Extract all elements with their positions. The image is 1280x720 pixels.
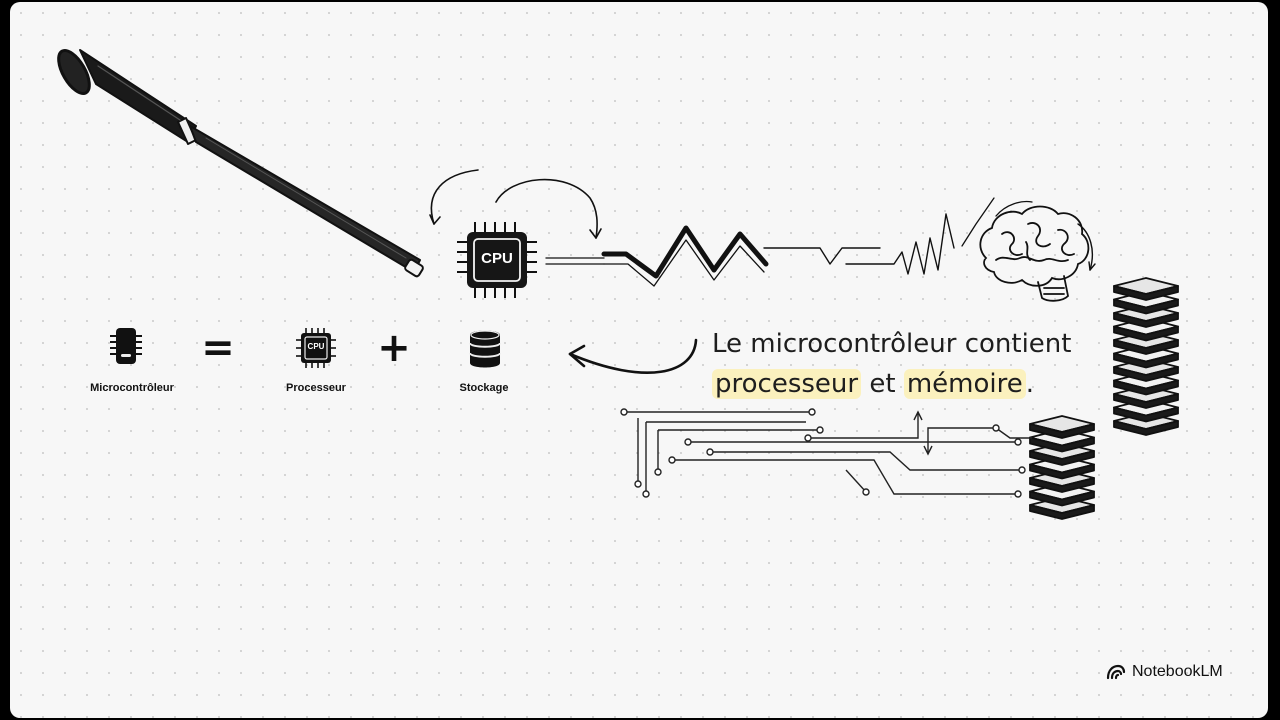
curved-arrow-icon (568, 338, 698, 374)
storage-label: Stockage (459, 382, 509, 394)
equals-sign: = (201, 325, 235, 371)
microcontroller-icon (110, 328, 142, 364)
highlight-processeur: processeur (712, 369, 862, 399)
statement-end: . (1025, 369, 1034, 399)
processor-icon (296, 328, 336, 368)
notebooklm-brand: NotebookLM (1106, 660, 1223, 684)
processor-label: Processeur (286, 382, 346, 394)
brand-name: NotebookLM (1132, 663, 1223, 680)
cycle-arrows-icon (429, 169, 602, 239)
cpu-chip-icon (457, 222, 537, 298)
cpu-chip-label: CPU (481, 250, 513, 267)
statement-part1: Le microcontrôleur contient (712, 329, 1072, 359)
brain-icon (979, 200, 1096, 302)
telescope-icon (57, 49, 424, 278)
circuit-traces-icon (620, 408, 1032, 498)
storage-database-icon (469, 330, 501, 368)
processor-chip-label: CPU (307, 342, 325, 351)
statement-middle: et (869, 369, 896, 399)
statement-text: Le microcontrôleur contient processeur e… (712, 324, 1132, 404)
whiteboard-canvas: CPU (10, 2, 1268, 718)
server-stack-small-icon (1029, 415, 1095, 520)
signal-wave-icon (545, 197, 995, 287)
server-stack-icon (1113, 277, 1179, 436)
plus-sign: + (377, 325, 411, 371)
microcontroller-label: Microcontrôleur (90, 382, 174, 394)
notebooklm-logo-icon (1106, 664, 1126, 680)
highlight-memoire: mémoire (903, 369, 1026, 399)
